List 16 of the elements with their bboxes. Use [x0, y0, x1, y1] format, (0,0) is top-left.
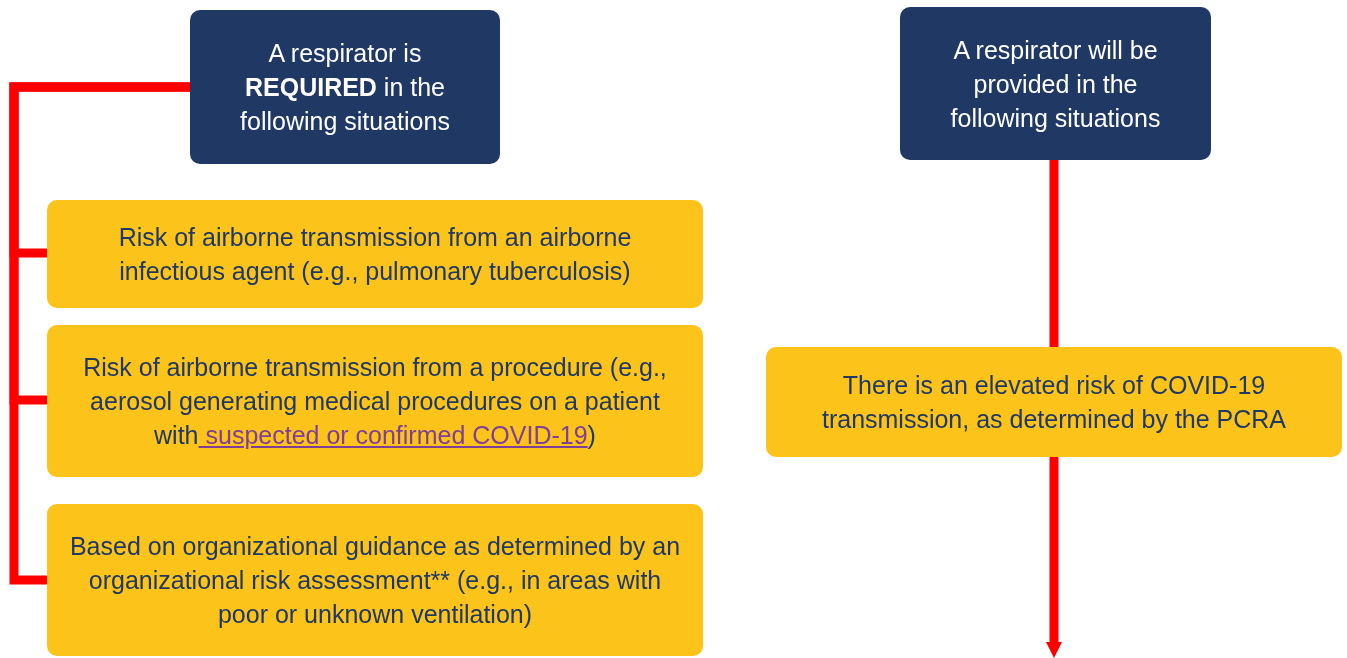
box-text: Risk of airborne transmission from an airborne infectious agent (e.g., pulmonary tuberculosis)	[117, 222, 633, 287]
condition-box	[47, 504, 703, 656]
condition-box	[766, 347, 1342, 457]
box-text: Based on organizational guidance as determined by an organizational risk assessment** (e.g., in areas with poor or unknown ventilation)	[68, 531, 682, 630]
arrow	[1046, 457, 1062, 658]
header-box	[190, 10, 500, 164]
link: suspected or confirmed COVID-19	[204, 421, 588, 449]
condition-box	[47, 200, 703, 308]
box-text: A respirator will be provided in the following situations	[949, 34, 1162, 134]
connector-line	[1049, 160, 1059, 347]
box-text: Risk of airborne transmission from a procedure (e.g., aerosol generating medical procedures on a patient with suspected or confirmed COVID-19)	[82, 352, 668, 451]
box-text: A respirator is REQUIRED in the following situations	[239, 38, 451, 137]
header-box	[900, 7, 1211, 160]
connector-line	[9, 82, 190, 585]
condition-box	[47, 325, 703, 477]
box-text: There is an elevated risk of COVID-19 transmission, as determined by the PCRA	[820, 370, 1288, 435]
